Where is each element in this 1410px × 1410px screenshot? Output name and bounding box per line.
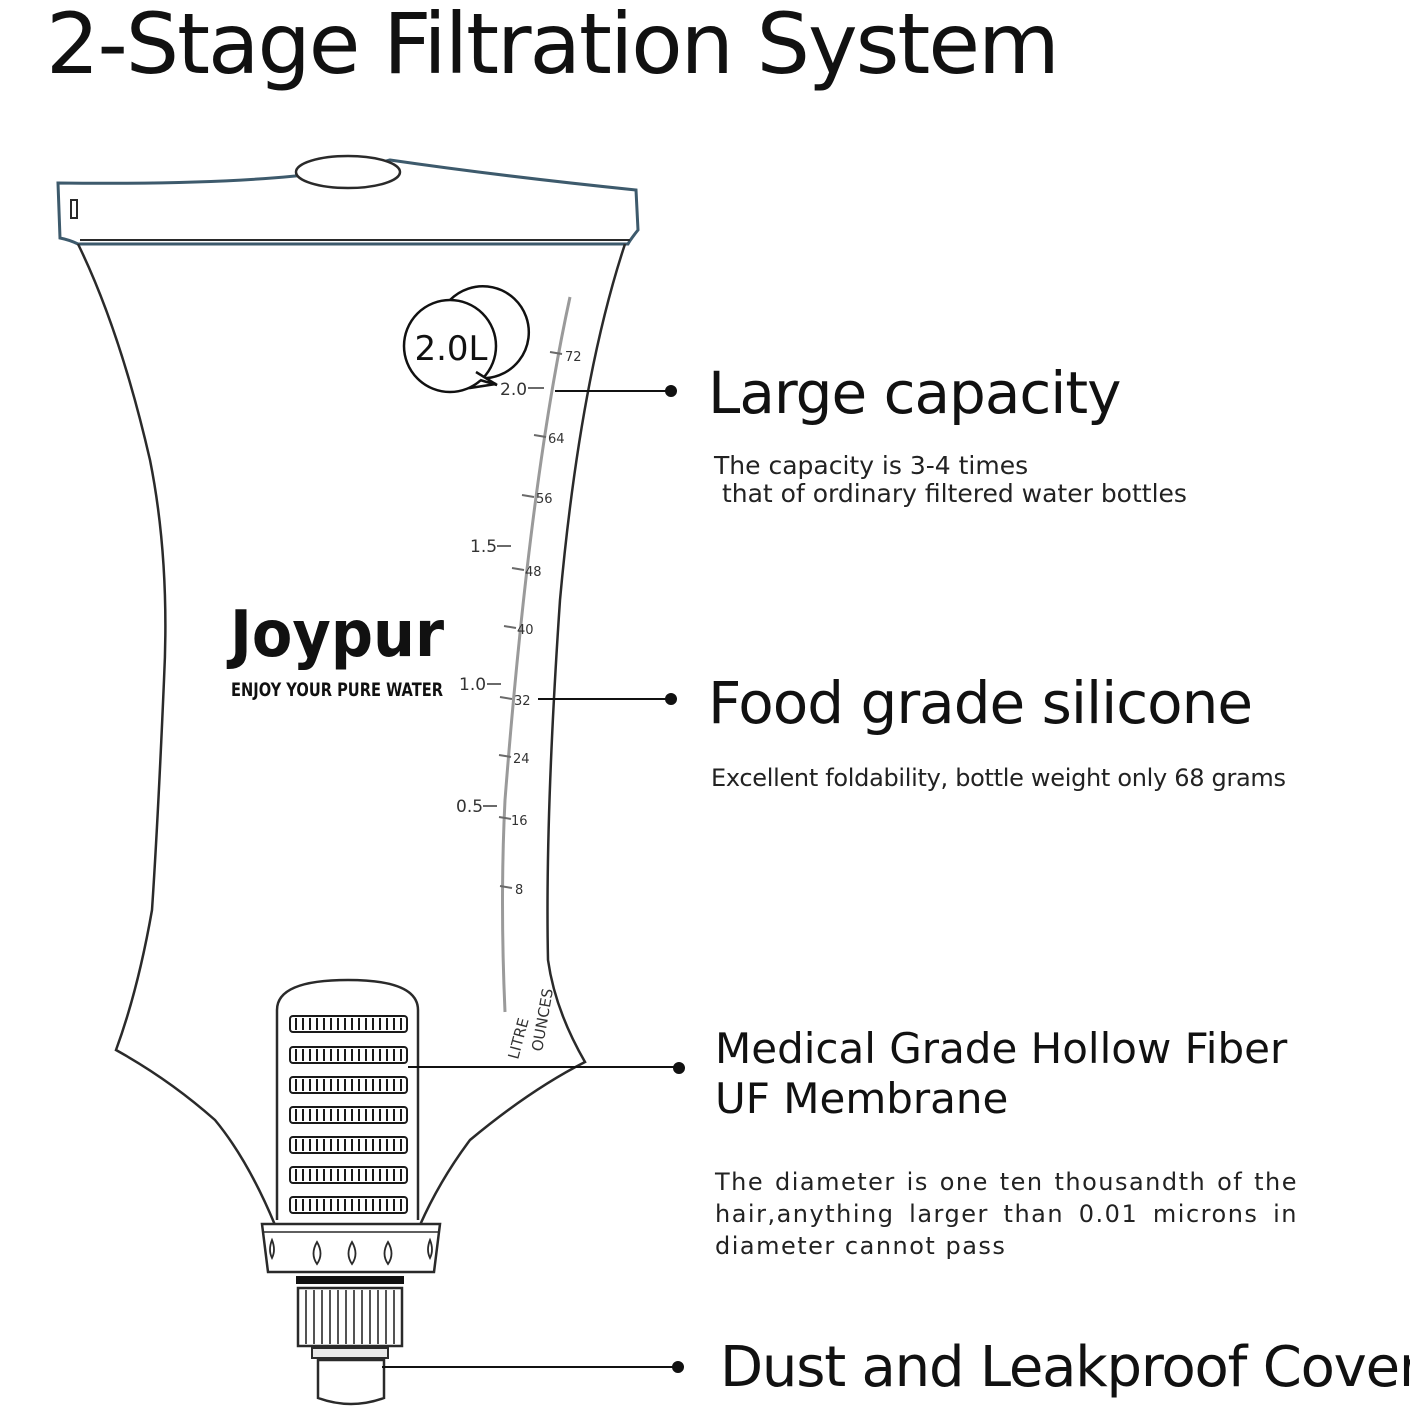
- callout-dot-capacity: [665, 385, 677, 397]
- filter-collar: [260, 1222, 442, 1284]
- feature-title-membrane: Medical Grade Hollow Fiber UF Membrane: [715, 1024, 1288, 1123]
- ounce-unit-label: OUNCES: [528, 987, 557, 1053]
- measure-scale-line: [501, 296, 572, 1013]
- callout-dot-silicone: [665, 693, 677, 705]
- litre-label: 1.5: [470, 537, 497, 557]
- capacity-bubble: 2.0L: [402, 285, 531, 394]
- ounce-label: 72: [565, 350, 582, 365]
- feature-title-cover: Dust and Leakproof Cover: [720, 1335, 1410, 1400]
- litre-label: 1.0: [459, 675, 486, 695]
- ounce-label: 24: [513, 752, 530, 767]
- bottle-cap: [56, 154, 640, 246]
- ounce-label: 8: [515, 883, 523, 898]
- feature-title-capacity: Large capacity: [708, 359, 1121, 427]
- spout-nozzle: [296, 1286, 404, 1359]
- feature-title-silicone: Food grade silicone: [708, 669, 1253, 737]
- litre-label: 0.5: [456, 797, 483, 817]
- capacity-bubble-text: 2.0L: [414, 329, 487, 369]
- filter-cartridge: [275, 978, 420, 1220]
- dust-cover: [316, 1358, 386, 1406]
- feature-desc-silicone: Excellent foldability, bottle weight onl…: [711, 764, 1286, 792]
- litre-unit-label: LITRE: [504, 1016, 532, 1061]
- litre-tick-marks: [483, 387, 544, 807]
- callout-dot-cover: [672, 1361, 684, 1373]
- feature-desc-membrane: The diameter is one ten thousandth of th…: [715, 1168, 1298, 1260]
- brand-slogan: ENJOY YOUR PURE WATER: [231, 679, 443, 701]
- litre-tick-labels: 2.0 1.5 1.0 0.5: [456, 380, 527, 817]
- brand-logo: Joypur: [226, 598, 444, 672]
- callout-dot-membrane: [673, 1062, 685, 1074]
- ounce-label: 48: [525, 565, 542, 580]
- ounce-label: 64: [548, 432, 565, 447]
- ounce-label: 16: [511, 814, 528, 829]
- ounce-tick-labels: 72 64 56 48 40 32 24 16 8: [511, 350, 582, 898]
- ounce-label: 32: [514, 694, 531, 709]
- callout-lines: [382, 385, 685, 1373]
- page-title: 2-Stage Filtration System: [46, 0, 1060, 93]
- feature-desc-capacity: The capacity is 3-4 times that of ordina…: [714, 451, 1187, 508]
- litre-label: 2.0: [500, 380, 527, 400]
- ounce-tick-marks: [498, 351, 563, 889]
- bag-outline: [76, 243, 627, 1226]
- ounce-label: 40: [517, 623, 534, 638]
- ounce-label: 56: [536, 492, 553, 507]
